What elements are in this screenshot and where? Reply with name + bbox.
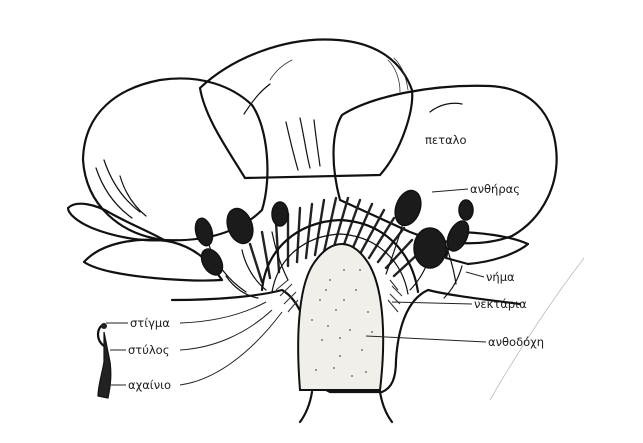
anther-8 <box>459 200 473 220</box>
label-petal: πεταλο <box>425 133 467 147</box>
label-achene: αχαίνιο <box>128 378 171 392</box>
anther-4 <box>272 202 288 226</box>
label-anther: ανθήρας <box>470 182 520 196</box>
label-stigma: στίγμα <box>130 316 170 330</box>
label-style: στύλος <box>128 343 169 357</box>
receptacle-dome <box>298 244 383 390</box>
label-receptacle: ανθοδόχη <box>488 335 544 349</box>
anther-6 <box>414 228 446 268</box>
label-nectary: νεκτάρια <box>474 297 527 311</box>
label-filament: νήμα <box>486 270 515 284</box>
